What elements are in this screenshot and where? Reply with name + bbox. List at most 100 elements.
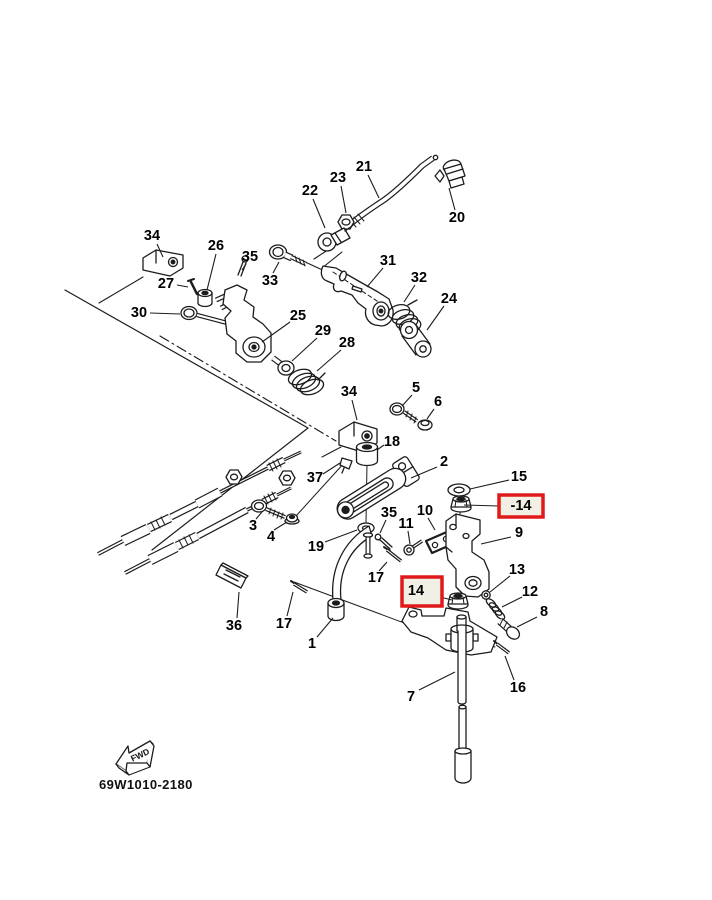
part-35-cotter-pin-center (374, 533, 393, 550)
callout-label-17: 17 (276, 616, 292, 632)
tube-core (386, 549, 402, 562)
callout-label-37: 37 (307, 470, 323, 486)
part-15-washer (447, 483, 471, 497)
callout-leader-line (469, 479, 510, 490)
part-27-pin (187, 278, 199, 296)
callout-label-32: 32 (411, 270, 427, 286)
callout-leader-line (489, 575, 511, 593)
callout-label-4: 4 (267, 529, 275, 545)
callout-leader-line (206, 253, 217, 291)
callout-label-8: 8 (540, 604, 548, 620)
part-28-spring (287, 368, 326, 396)
part-13-ring (481, 590, 491, 600)
callout-leader-line (351, 399, 358, 421)
callout-label-14[interactable]: -14 (511, 498, 532, 514)
callout-leader-line (463, 504, 500, 507)
tube-core (175, 533, 199, 549)
callout-label-34: 34 (341, 384, 357, 400)
callout-label-22: 22 (302, 183, 318, 199)
callout-leader-line (272, 261, 280, 274)
part-11-bolt (403, 539, 423, 556)
callout-leader-line (367, 174, 380, 199)
part-20-rod-joint (434, 159, 466, 189)
callout-leader-line (426, 305, 445, 331)
callout-label-25: 25 (290, 308, 306, 324)
part-37-clip (339, 457, 353, 474)
tube-core (345, 156, 435, 229)
callout-label-5: 5 (412, 380, 420, 396)
tube-core (169, 501, 199, 520)
callout-leader-line (403, 284, 416, 303)
callout-label-21: 21 (356, 159, 372, 175)
callout-label-27: 27 (158, 276, 174, 292)
part-12-spring (485, 598, 506, 620)
callout-label-14[interactable]: 14 (408, 583, 424, 599)
callout-leader-line (316, 349, 342, 372)
part-33-bolt (268, 244, 307, 267)
part-2-lever (336, 456, 420, 520)
callout-leader-line (501, 596, 523, 608)
callout-label-24: 24 (441, 291, 457, 307)
callout-leader-line (516, 616, 538, 628)
part-29-bushing (271, 355, 295, 376)
callout-leader-line (273, 521, 288, 531)
callout-highlight-box[interactable] (497, 493, 545, 519)
callout-highlight-box[interactable] (400, 575, 444, 608)
callout-label-1: 1 (308, 636, 316, 652)
part-mount-casting (401, 606, 498, 656)
callout-leader-line (286, 591, 294, 617)
callout-label-35: 35 (381, 505, 397, 521)
part-14-flange-nut-top (450, 495, 472, 513)
callout-leader-line (407, 530, 411, 545)
callout-label-20: 20 (449, 210, 465, 226)
tube-core (148, 543, 178, 564)
callout-leader-line (261, 321, 291, 343)
cable-rib-marks (178, 491, 277, 549)
callout-label-33: 33 (262, 273, 278, 289)
callout-label-7: 7 (407, 689, 415, 705)
callout-label-28: 28 (339, 335, 355, 351)
callout-label-11: 11 (398, 516, 413, 532)
callout-leader-line (378, 561, 388, 572)
tube-core (147, 515, 172, 531)
callout-leader-line (312, 198, 326, 229)
tube-core (196, 507, 249, 539)
callout-leader-line (156, 243, 164, 258)
tube-core (97, 540, 124, 555)
part-18-collar (355, 441, 379, 467)
part-cable-adjuster-nut-b (278, 470, 296, 486)
part-throttle-cable-upper (97, 450, 302, 556)
part-6-flange-nut (417, 419, 433, 431)
part-7-shaft (454, 630, 472, 784)
part-23-rod-nut (337, 214, 355, 230)
part-3-bolt (250, 499, 286, 520)
callout-label-10: 10 (417, 503, 433, 519)
diagram-part-code: 69W1010-2180 (99, 777, 193, 792)
part-14-flange-nut-bottom (447, 592, 469, 610)
part-25-bracket (214, 284, 272, 363)
callout-label-34: 34 (144, 228, 160, 244)
part-throttle-cable-lower (124, 486, 292, 575)
callout-leader-line (426, 408, 435, 420)
callout-leader-line (379, 519, 387, 534)
part-17-pin-center (383, 546, 403, 563)
tube-core (219, 467, 269, 493)
callout-label-31: 31 (380, 253, 396, 269)
callout-label-9: 9 (515, 525, 523, 541)
callout-label-16: 16 (510, 680, 526, 696)
part-17-pin-left (290, 580, 308, 594)
callout-label-19: 19 (308, 539, 324, 555)
callout-leader-line (448, 187, 456, 211)
part-22-cable-joint (317, 225, 353, 252)
callout-leader-line (366, 267, 384, 288)
callout-label-12: 12 (522, 584, 538, 600)
part-24-link-lever (399, 320, 432, 358)
part-34-cable-end-joint-top (142, 249, 184, 277)
tube-core (121, 525, 150, 545)
callout-leader-line (401, 394, 413, 407)
tube-core (283, 451, 302, 461)
cable-rib-marks (150, 458, 282, 531)
